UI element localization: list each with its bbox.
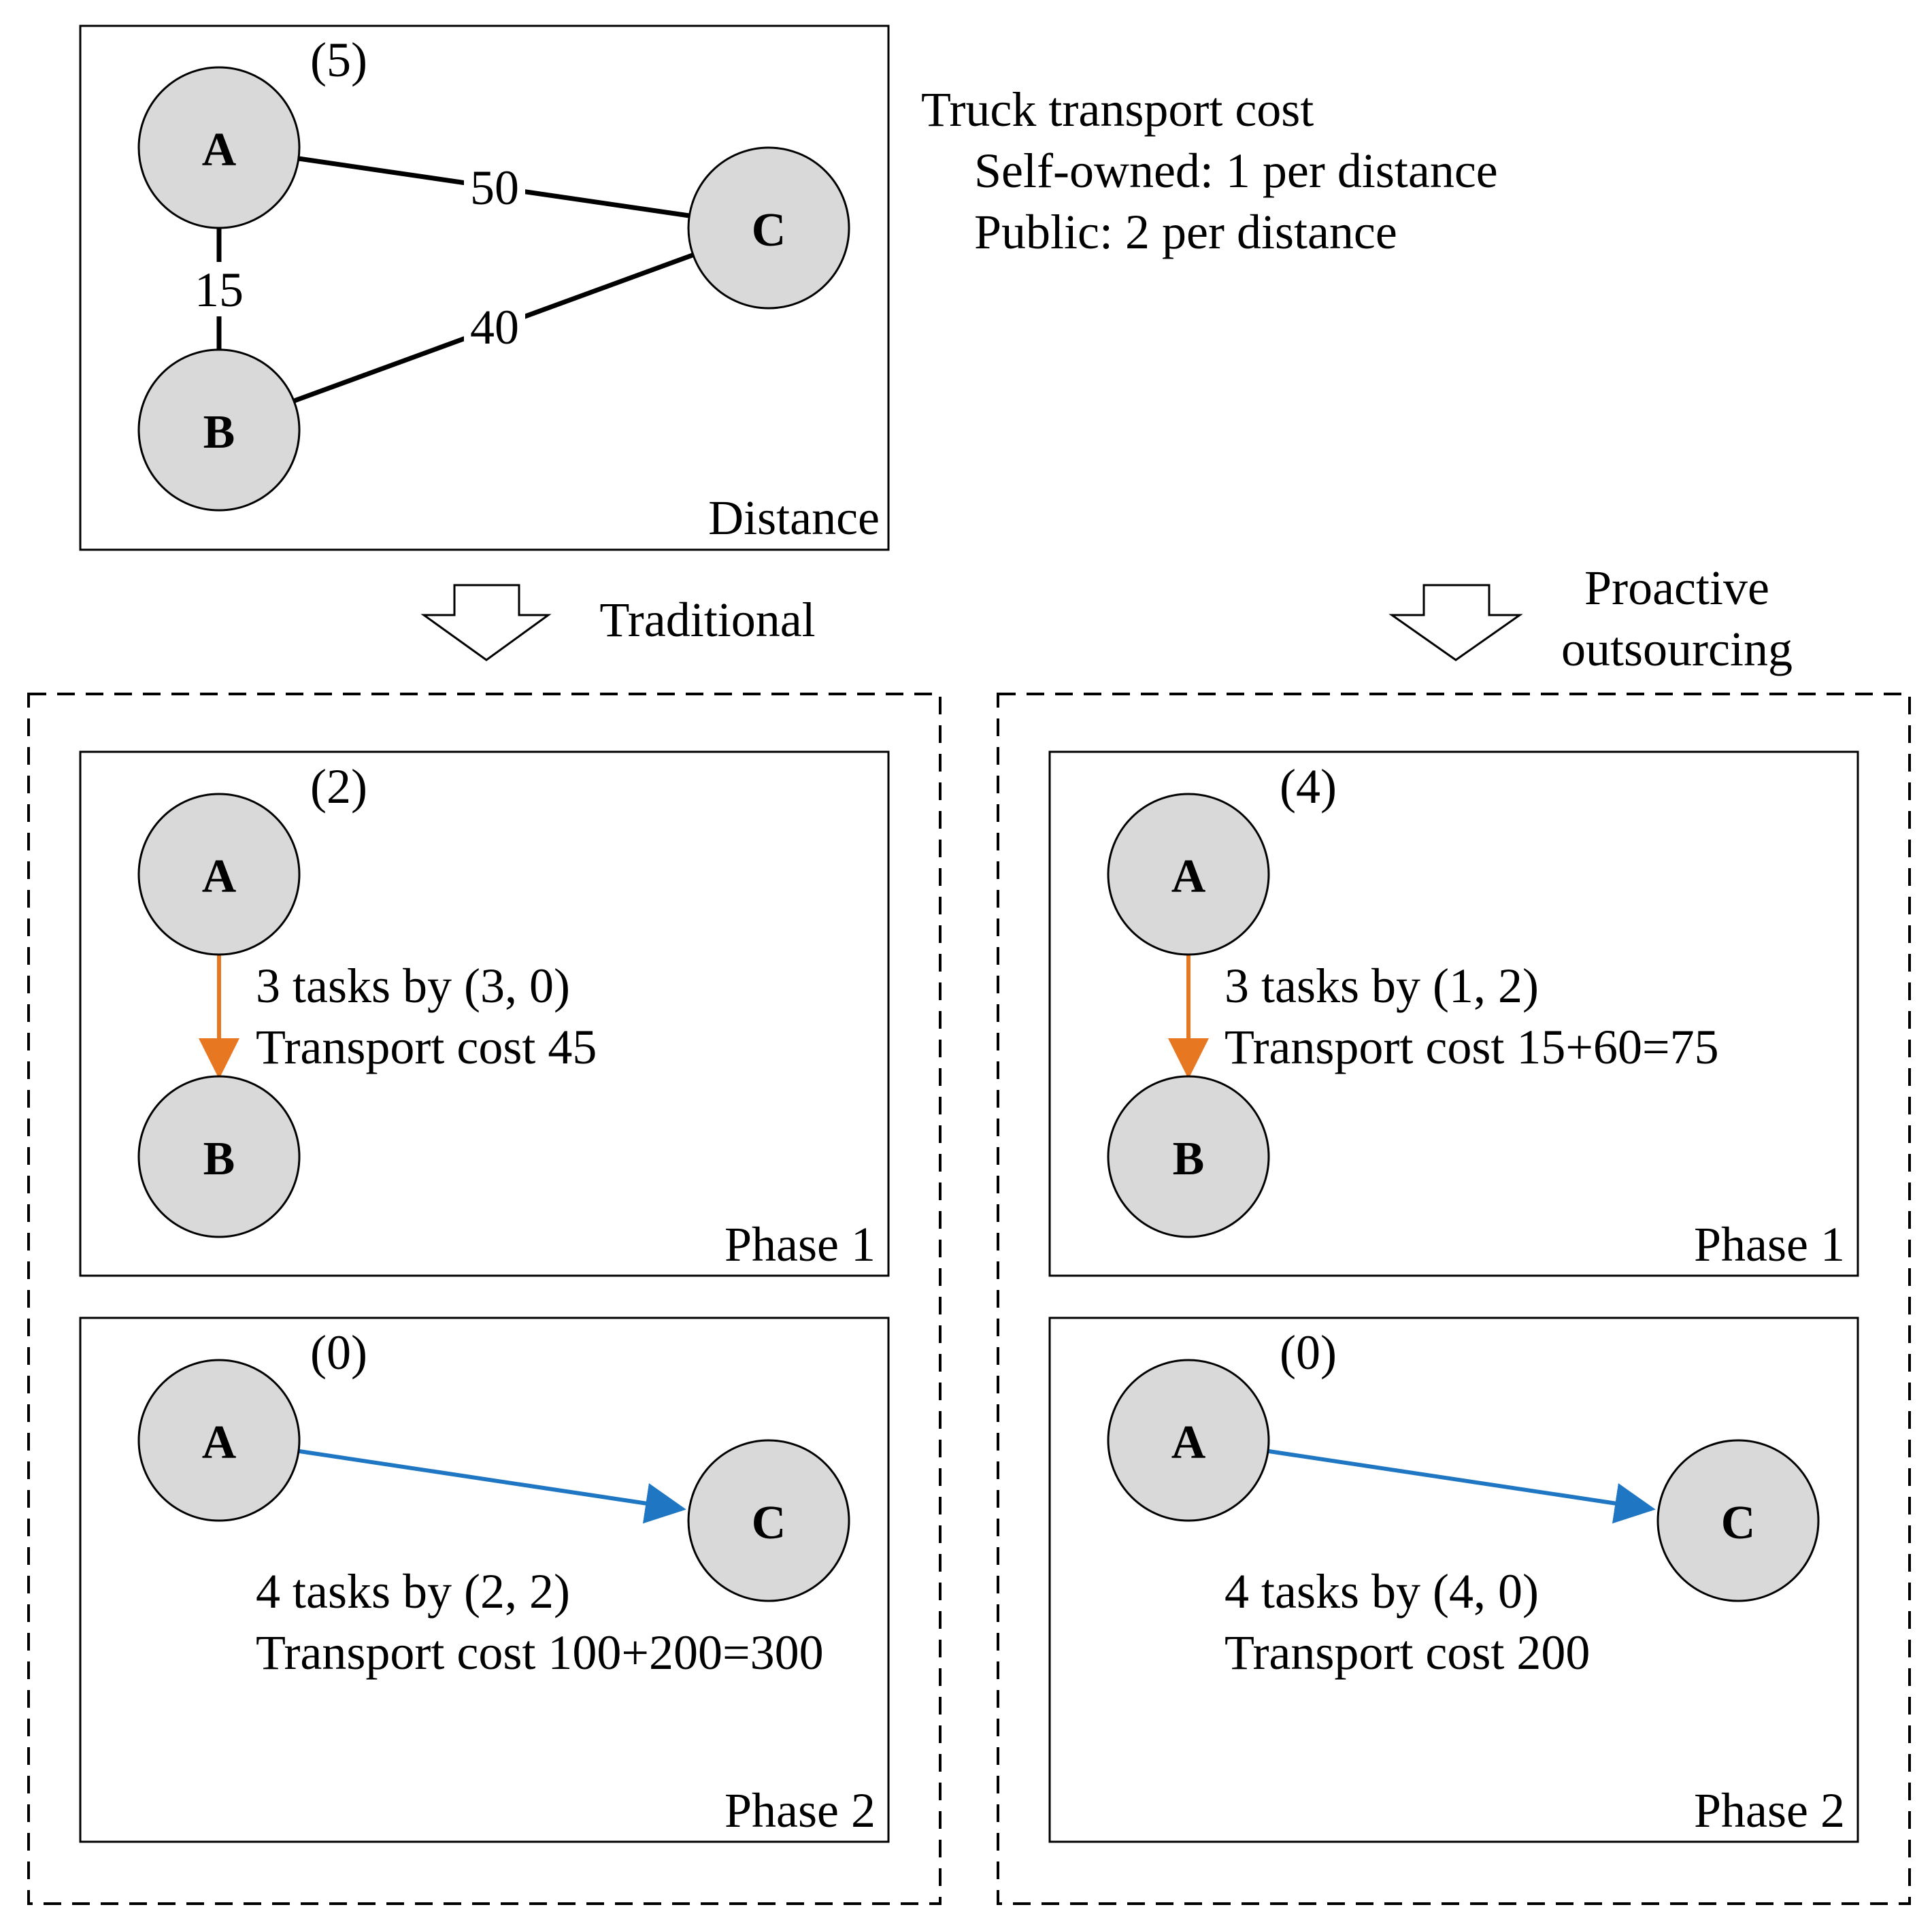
traditional-phase2-node-a-label: A	[202, 1417, 237, 1469]
proactive-phase2: A C (0) 4 tasks by (4, 0) Transport cost…	[1048, 1317, 1859, 1843]
node-a-label: A	[202, 124, 237, 176]
traditional-phase1-count: (2)	[310, 759, 367, 814]
node-a	[137, 66, 301, 229]
proactive-phase1-line1: 3 tasks by (1, 2)	[1225, 959, 1539, 1013]
proactive-phase2-node-c-label: C	[1721, 1497, 1756, 1549]
proactive-header: Proactive outsourcing	[1388, 561, 1793, 676]
distance-panel: 50 15 40 A C B (5) Distance	[79, 24, 890, 551]
proactive-phase2-line1: 4 tasks by (4, 0)	[1225, 1564, 1539, 1619]
cost-legend-title: Truck transport cost	[921, 82, 1314, 137]
traditional-phase2-line1: 4 tasks by (2, 2)	[256, 1564, 570, 1619]
distance-corner-label: Distance	[708, 491, 880, 545]
traditional-phase1-line1: 3 tasks by (3, 0)	[256, 959, 570, 1013]
node-c-label: C	[752, 204, 786, 256]
proactive-phase1-node-b	[1107, 1075, 1270, 1238]
proactive-phase1-frame	[1048, 750, 1859, 1277]
edge-ab-label: 15	[195, 263, 244, 317]
traditional-phase2-arrow	[299, 1449, 686, 1524]
cost-legend-public: Public: 2 per distance	[974, 205, 1397, 259]
proactive-label-line2: outsourcing	[1561, 622, 1793, 676]
node-c	[687, 146, 850, 310]
traditional-phase2-node-c-label: C	[752, 1497, 786, 1549]
proactive-phase1: A B (4) 3 tasks by (1, 2) Transport cost…	[1048, 750, 1859, 1277]
proactive-phase1-node-a	[1107, 793, 1270, 956]
traditional-phase2-node-c	[687, 1439, 850, 1602]
traditional-down-arrow	[420, 584, 552, 661]
traditional-phase1-node-a	[137, 793, 301, 956]
proactive-label-line1: Proactive	[1584, 561, 1769, 615]
traditional-dashed-frame	[27, 693, 942, 1905]
proactive-phase2-node-c	[1656, 1439, 1820, 1602]
traditional-phase2-count: (0)	[310, 1325, 367, 1380]
proactive-dashed-frame	[997, 693, 1911, 1905]
traditional-phase2: A C (0) 4 tasks by (2, 2) Transport cost…	[79, 1317, 890, 1843]
traditional-phase2-corner-label: Phase 2	[724, 1783, 876, 1838]
proactive-phase2-count: (0)	[1280, 1325, 1337, 1380]
proactive-phase2-corner-label: Phase 2	[1694, 1783, 1845, 1838]
edge-ac-label-bg	[464, 160, 525, 214]
traditional-phase2-frame	[79, 1317, 890, 1843]
edge-ac-label: 50	[470, 161, 519, 215]
proactive-phase1-line2: Transport cost 15+60=75	[1225, 1020, 1719, 1074]
edge-bc-label-bg	[464, 299, 525, 354]
distance-panel-frame	[79, 24, 890, 551]
proactive-phase2-arrow	[1268, 1449, 1656, 1524]
traditional-phase2-node-a	[137, 1359, 301, 1522]
traditional-phase1-node-b-label: B	[203, 1133, 235, 1185]
proactive-phase1-node-a-label: A	[1171, 850, 1206, 903]
traditional-header: Traditional	[420, 584, 816, 661]
node-b-label: B	[203, 406, 235, 459]
traditional-phase2-line2: Transport cost 100+200=300	[256, 1625, 824, 1680]
proactive-phase2-node-a-label: A	[1171, 1417, 1206, 1469]
traditional-label: Traditional	[599, 593, 815, 647]
proactive-phase1-count: (4)	[1280, 759, 1337, 814]
node-a-count: (5)	[310, 33, 367, 87]
traditional-column: A B (2) 3 tasks by (3, 0) Transport cost…	[27, 693, 942, 1905]
proactive-phase2-node-a	[1107, 1359, 1270, 1522]
node-b	[137, 348, 301, 512]
cost-legend: Truck transport cost Self-owned: 1 per d…	[921, 82, 1498, 259]
proactive-phase2-line2: Transport cost 200	[1225, 1625, 1590, 1680]
edge-ab-label-bg	[188, 262, 250, 316]
proactive-down-arrow	[1388, 584, 1523, 661]
traditional-phase1: A B (2) 3 tasks by (3, 0) Transport cost…	[79, 750, 890, 1277]
proactive-phase1-node-b-label: B	[1173, 1133, 1205, 1185]
traditional-phase1-line2: Transport cost 45	[256, 1020, 597, 1074]
traditional-phase1-node-b	[137, 1075, 301, 1238]
traditional-phase1-corner-label: Phase 1	[724, 1217, 876, 1272]
proactive-phase1-corner-label: Phase 1	[1694, 1217, 1845, 1272]
cost-legend-self-owned: Self-owned: 1 per distance	[974, 144, 1498, 198]
edge-bc-label: 40	[470, 300, 519, 354]
proactive-column: A B (4) 3 tasks by (1, 2) Transport cost…	[997, 693, 1911, 1905]
traditional-phase1-frame	[79, 750, 890, 1277]
traditional-phase1-node-a-label: A	[202, 850, 237, 903]
proactive-phase2-frame	[1048, 1317, 1859, 1843]
